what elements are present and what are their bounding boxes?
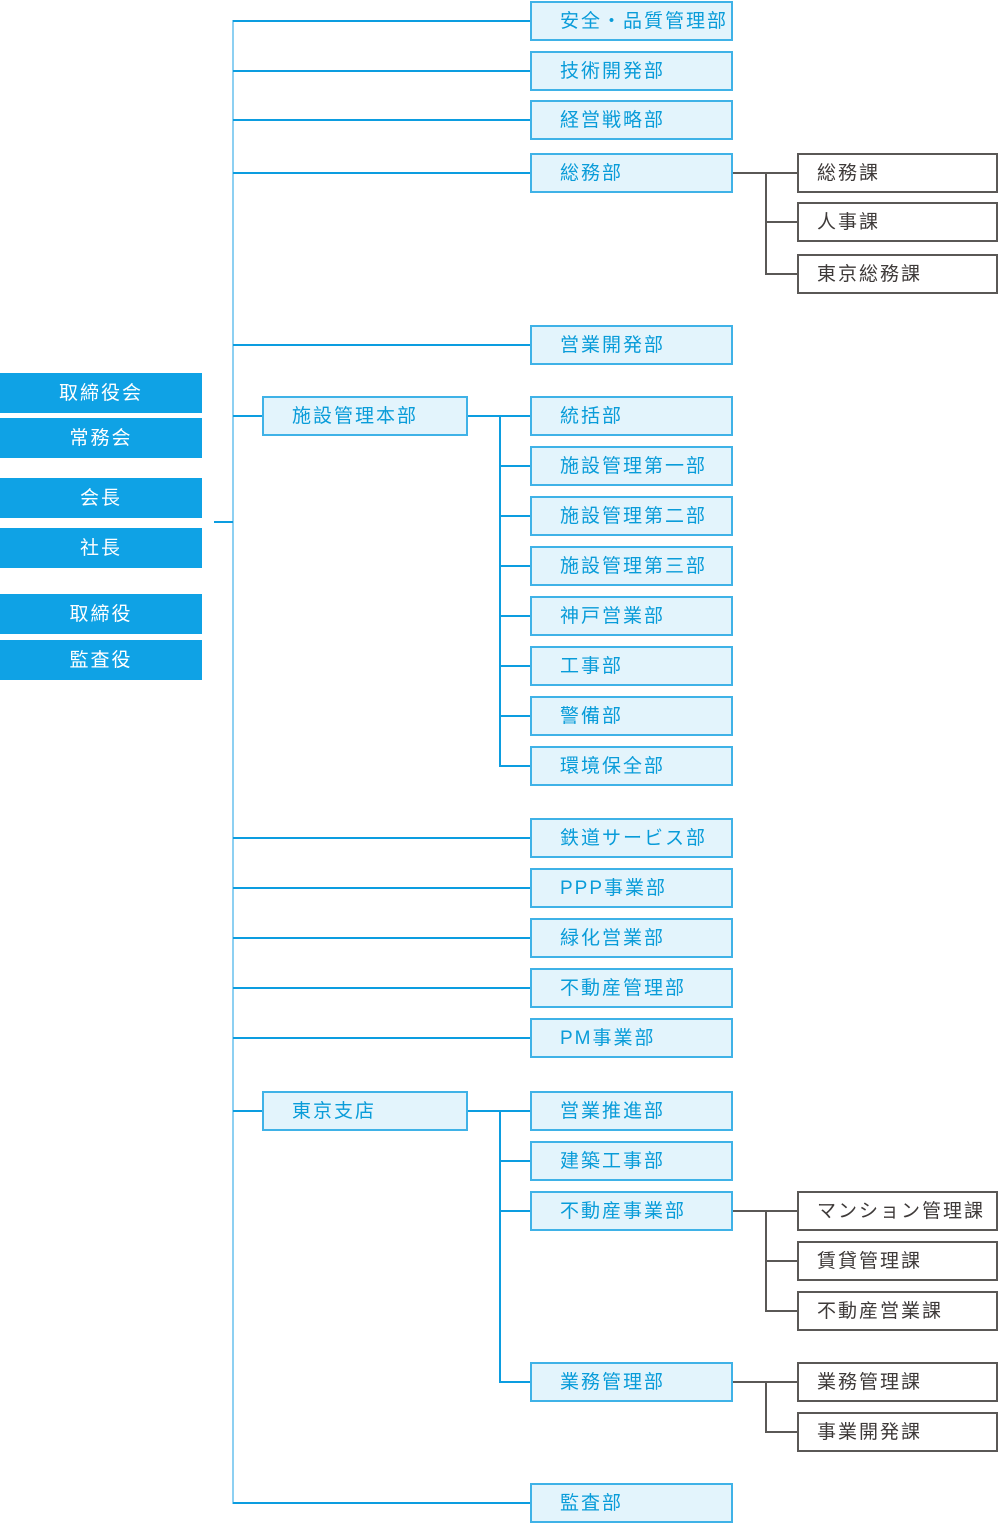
section-box-business-admin: 業務管理課 [797, 1362, 998, 1402]
branch-line-real-estate-management [233, 987, 530, 989]
dept-box-real-estate-business: 不動産事業部 [530, 1191, 733, 1231]
branch-line-tokyo-branch [233, 1110, 262, 1112]
branch-line-security [500, 715, 530, 717]
dept-box-building-construction: 建築工事部 [530, 1141, 733, 1181]
branch-line-facility-mgmt-1 [500, 465, 530, 467]
dept-box-audit: 監査部 [530, 1483, 733, 1523]
dept-box-environment: 環境保全部 [530, 746, 733, 786]
branch-line-pm-business [233, 1037, 530, 1039]
section-box-mansion-mgmt: マンション管理課 [797, 1191, 998, 1231]
main-trunk-line [232, 20, 234, 1504]
branch-line-facility-mgmt-3 [500, 565, 530, 567]
branch-line-kobe-sales [500, 615, 530, 617]
branch-line-environment [500, 765, 530, 767]
division-box-facility-management: 施設管理本部 [262, 396, 468, 436]
branch-line-general-affairs [233, 172, 530, 174]
dept-box-technology-development: 技術開発部 [530, 51, 733, 91]
branch-line-technology-development [233, 70, 530, 72]
dept-box-ppp-business: PPP事業部 [530, 868, 733, 908]
exec-box-auditors: 監査役 [0, 640, 202, 680]
section-box-tokyo-general-affairs: 東京総務課 [797, 254, 998, 294]
dept-box-general-affairs: 総務部 [530, 153, 733, 193]
branch-line-railway-service [233, 837, 530, 839]
dept-box-railway-service: 鉄道サービス部 [530, 818, 733, 858]
section-trunk-line-general-affairs [765, 172, 767, 275]
section-box-general-affairs: 総務課 [797, 153, 998, 193]
section-branch-line-real-estate-sales [766, 1310, 797, 1312]
dept-box-pm-business: PM事業部 [530, 1018, 733, 1058]
exec-box-managing-directors-committee: 常務会 [0, 418, 202, 458]
section-box-hr: 人事課 [797, 202, 998, 242]
section-trunk-line-business-admin [765, 1381, 767, 1433]
branch-line-real-estate-business [500, 1210, 530, 1212]
dept-box-facility-mgmt-2: 施設管理第二部 [530, 496, 733, 536]
branch-line-corporate-strategy [233, 119, 530, 121]
dept-box-supervision: 統括部 [530, 396, 733, 436]
dept-box-sales-promotion: 営業推進部 [530, 1091, 733, 1131]
dept-box-facility-mgmt-3: 施設管理第三部 [530, 546, 733, 586]
dept-box-security: 警備部 [530, 696, 733, 736]
branch-line-building-construction [500, 1160, 530, 1162]
section-box-real-estate-sales: 不動産営業課 [797, 1291, 998, 1331]
section-box-business-development: 事業開発課 [797, 1412, 998, 1452]
branch-line-business-admin [500, 1381, 530, 1383]
dept-box-facility-mgmt-1: 施設管理第一部 [530, 446, 733, 486]
subtrunk-line-facility-division [499, 415, 501, 767]
branch-line-facility-mgmt-2 [500, 515, 530, 517]
section-branch-line-business-development [766, 1431, 797, 1433]
dept-box-kobe-sales: 神戸営業部 [530, 596, 733, 636]
exec-box-directors: 取締役 [0, 594, 202, 634]
branch-line-audit [233, 1502, 530, 1504]
branch-line-sales-development [233, 344, 530, 346]
dept-box-sales-development: 営業開発部 [530, 325, 733, 365]
dept-box-corporate-strategy: 経営戦略部 [530, 100, 733, 140]
section-branch-line-tokyo-general-affairs [766, 273, 797, 275]
section-branch-line-rental-mgmt [766, 1260, 797, 1262]
subtrunk-line-tokyo-branch [499, 1110, 501, 1383]
branch-line-greening-sales [233, 937, 530, 939]
exec-box-chairman: 会長 [0, 478, 202, 518]
dept-box-real-estate-management: 不動産管理部 [530, 968, 733, 1008]
dept-box-greening-sales: 緑化営業部 [530, 918, 733, 958]
section-box-rental-mgmt: 賃貸管理課 [797, 1241, 998, 1281]
branch-line-safety-quality [233, 20, 530, 22]
exec-box-president: 社長 [0, 528, 202, 568]
branch-line-ppp-business [233, 887, 530, 889]
executive-trunk-stub-line [214, 521, 233, 523]
branch-line-facility-management-division [233, 415, 262, 417]
branch-line-construction [500, 665, 530, 667]
exec-box-board-of-directors: 取締役会 [0, 373, 202, 413]
division-box-tokyo-branch: 東京支店 [262, 1091, 468, 1131]
dept-box-business-admin: 業務管理部 [530, 1362, 733, 1402]
dept-box-construction: 工事部 [530, 646, 733, 686]
section-branch-line-hr [766, 221, 797, 223]
dept-box-safety-quality: 安全・品質管理部 [530, 1, 733, 41]
